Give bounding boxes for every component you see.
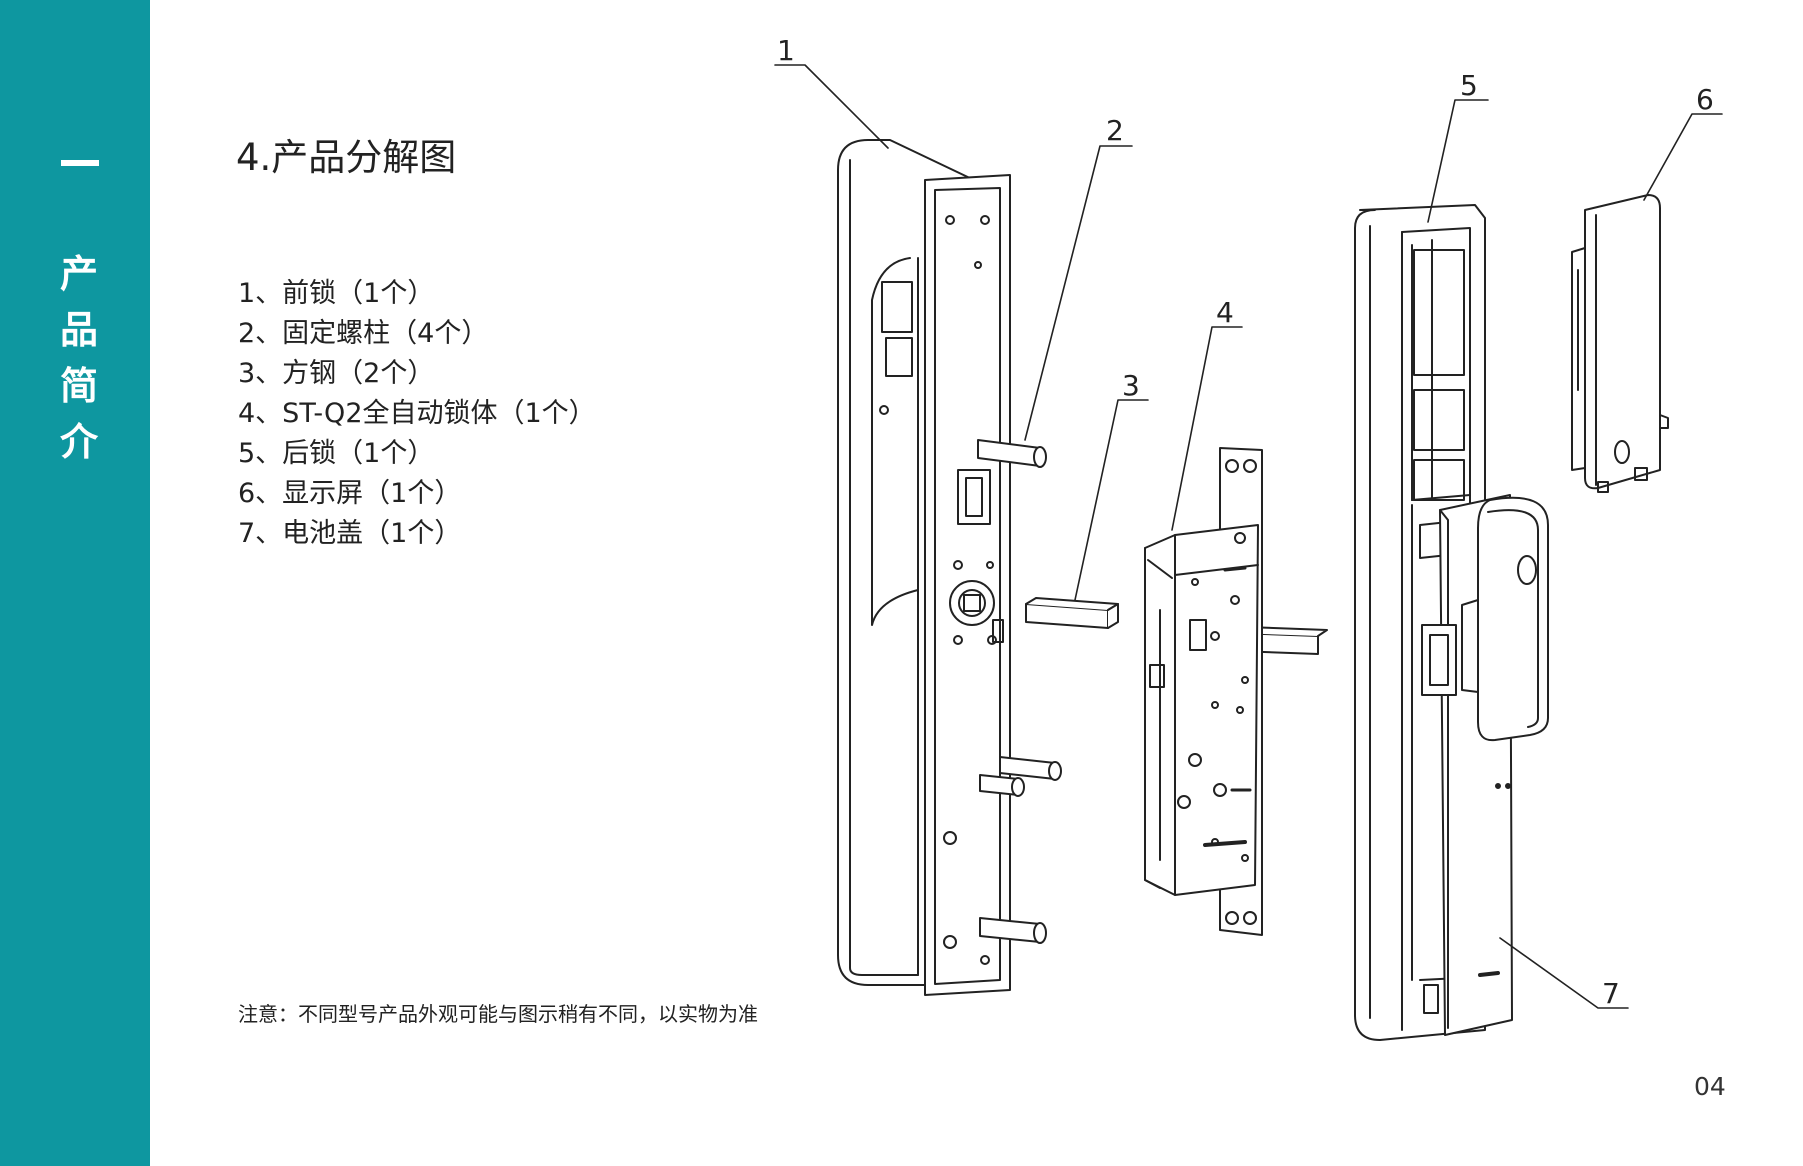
chapter-sidebar: 产品简介	[0, 0, 150, 1166]
callout-7: 7	[1602, 977, 1620, 1010]
part-item-5: 5、后锁（1个）	[238, 438, 435, 469]
part-item-7: 7、电池盖（1个）	[238, 518, 462, 549]
mortise-lock-drawing	[1144, 447, 1263, 936]
callout-3: 3	[1122, 369, 1140, 402]
part-item-3: 3、方钢（2个）	[238, 358, 435, 389]
fixing-studs-drawing	[977, 439, 1062, 944]
page-number: 04	[1694, 1072, 1726, 1101]
callout-4: 4	[1216, 296, 1234, 329]
callout-numbers: 1 2 3 4 5 6 7	[777, 34, 1714, 1010]
chapter-number-dash	[61, 160, 99, 166]
callout-1: 1	[777, 34, 795, 67]
part-item-6: 6、显示屏（1个）	[238, 478, 462, 509]
parts-list: 1、前锁（1个） 2、固定螺柱（4个） 3、方钢（2个） 4、ST-Q2全自动锁…	[238, 274, 596, 554]
part-item-1: 1、前锁（1个）	[238, 278, 435, 309]
part-item-2: 2、固定螺柱（4个）	[238, 318, 489, 349]
callout-leader-lines	[774, 64, 1723, 1009]
disclaimer-note: 注意：不同型号产品外观可能与图示稍有不同，以实物为准	[238, 1002, 758, 1026]
part-item-4: 4、ST-Q2全自动锁体（1个）	[238, 398, 596, 429]
callout-2: 2	[1106, 114, 1124, 147]
chapter-title: 产品简介	[59, 252, 98, 464]
front-lock-drawing	[837, 139, 1011, 996]
display-screen-drawing	[1571, 194, 1669, 493]
section-title: 4.产品分解图	[236, 136, 457, 179]
callout-5: 5	[1460, 69, 1478, 102]
battery-cover-drawing	[1421, 494, 1549, 1036]
exploded-view-diagram: 1 2 3 4 5 6 7	[774, 34, 1723, 1041]
callout-6: 6	[1696, 83, 1714, 116]
